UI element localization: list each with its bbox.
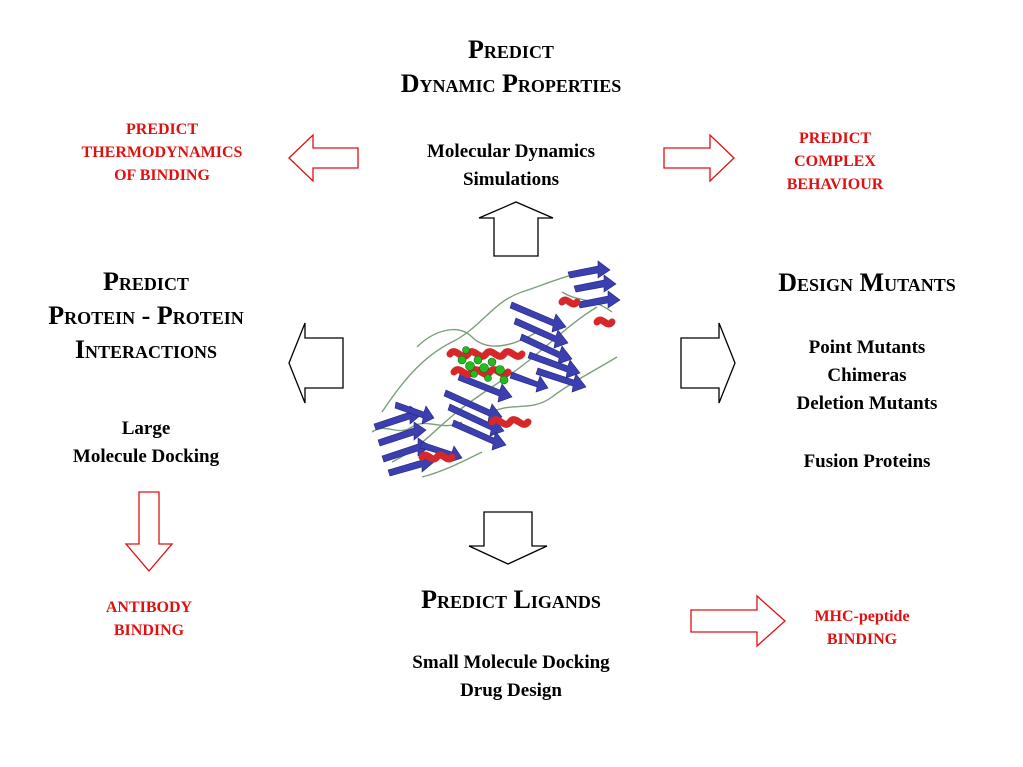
right-title: Design Mutants bbox=[726, 266, 1008, 300]
red-arrow-right-bottom-icon bbox=[690, 594, 786, 648]
protein-structure-image bbox=[371, 260, 621, 478]
outcome-complex-line-1: PREDICT bbox=[798, 130, 871, 147]
left-method-line-2: Molecule Docking bbox=[72, 446, 220, 467]
red-arrow-left-icon bbox=[288, 133, 359, 183]
outcome-antibody-line-2: BINDING bbox=[113, 622, 185, 639]
top-title-line-1: Predict bbox=[468, 35, 554, 64]
arrow-up-icon bbox=[478, 201, 554, 257]
top-method: Molecular Dynamics Simulations bbox=[380, 138, 642, 194]
top-title: Predict Dynamic Properties bbox=[336, 33, 686, 101]
left-method: Large Molecule Docking bbox=[30, 415, 262, 471]
red-arrow-down-icon bbox=[124, 491, 174, 573]
right-method-line-2: Chimeras bbox=[827, 365, 907, 386]
arrow-down-icon bbox=[468, 511, 548, 565]
left-method-line-1: Large bbox=[121, 418, 171, 439]
protein-coil-loops bbox=[371, 269, 618, 478]
outcome-complex-line-3: BEHAVIOUR bbox=[786, 176, 884, 193]
right-method-line-5: Fusion Proteins bbox=[803, 451, 931, 472]
bottom-method-line-2: Drug Design bbox=[460, 680, 562, 701]
arrow-left-icon bbox=[288, 322, 344, 404]
bottom-method-line-1: Small Molecule Docking bbox=[412, 652, 610, 673]
outcome-antibody-line-1: ANTIBODY bbox=[105, 599, 193, 616]
outcome-complex-line-2: COMPLEX bbox=[794, 153, 876, 170]
outcome-mhc-line-1: MHC-peptide bbox=[814, 608, 910, 625]
right-title-line-1: Design Mutants bbox=[778, 268, 956, 297]
right-method: Point Mutants Chimeras Deletion Mutants … bbox=[746, 334, 988, 476]
left-title: Predict Protein - Protein Interactions bbox=[0, 265, 292, 367]
top-method-line-2: Simulations bbox=[462, 169, 560, 190]
bottom-method: Small Molecule Docking Drug Design bbox=[370, 649, 652, 705]
outcome-mhc-line-2: BINDING bbox=[826, 631, 898, 648]
outcome-antibody-binding: ANTIBODY BINDING bbox=[79, 596, 219, 642]
arrow-right-icon bbox=[680, 322, 736, 404]
outcome-mhc-peptide-binding: MHC-peptide BINDING bbox=[792, 605, 932, 651]
outcome-thermodynamics-line-3: OF BINDING bbox=[114, 167, 210, 184]
red-arrow-right-top-icon bbox=[663, 133, 735, 183]
outcome-thermodynamics-line-1: PREDICT bbox=[125, 121, 198, 138]
top-title-line-2: Dynamic Properties bbox=[400, 69, 622, 98]
outcome-thermodynamics: PREDICT THERMODYNAMICS OF BINDING bbox=[52, 118, 272, 187]
outcome-complex-behaviour: PREDICT COMPLEX BEHAVIOUR bbox=[760, 127, 910, 196]
right-method-line-3: Deletion Mutants bbox=[796, 393, 938, 414]
left-title-line-3: Interactions bbox=[74, 335, 218, 364]
left-title-line-1: Predict bbox=[103, 267, 189, 296]
right-method-spacer bbox=[746, 418, 988, 448]
protein-ligand-spheres bbox=[457, 346, 509, 385]
bottom-title-line-1: Predict Ligands bbox=[421, 585, 601, 614]
protein-beta-sheets bbox=[373, 260, 621, 477]
bottom-title: Predict Ligands bbox=[346, 583, 676, 617]
right-method-line-1: Point Mutants bbox=[808, 337, 926, 358]
top-method-line-1: Molecular Dynamics bbox=[427, 141, 595, 162]
left-title-line-2: Protein - Protein bbox=[48, 301, 244, 330]
outcome-thermodynamics-line-2: THERMODYNAMICS bbox=[81, 144, 243, 161]
